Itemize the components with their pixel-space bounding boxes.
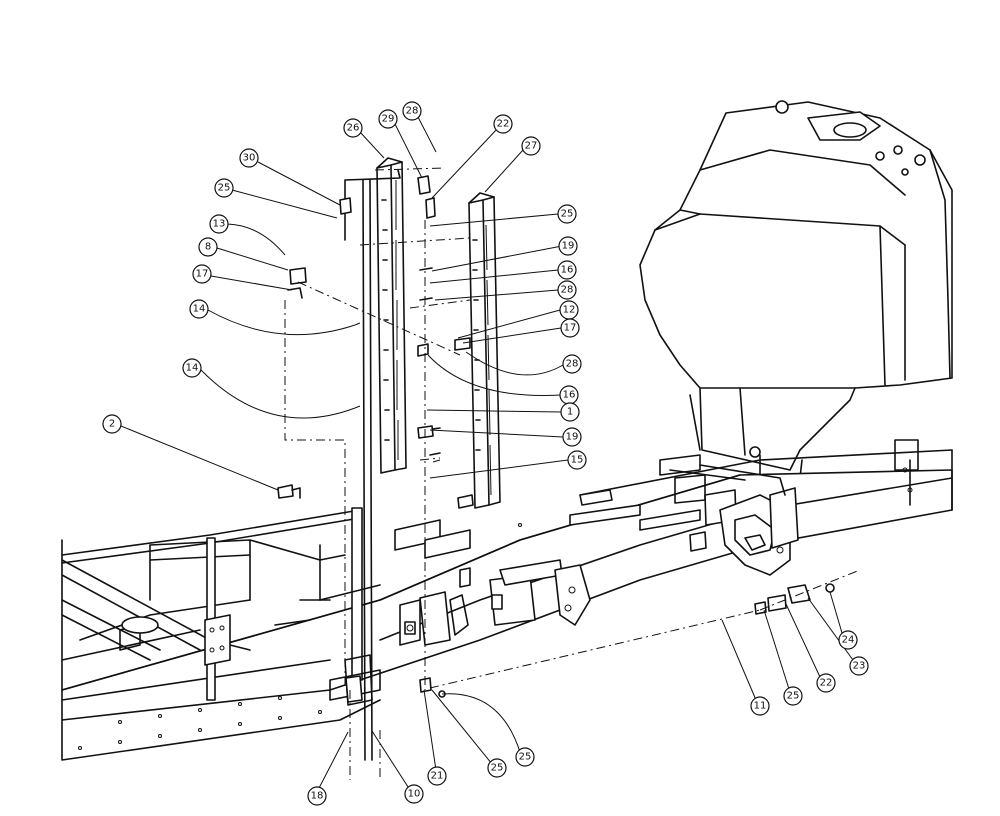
svg-text:19: 19 xyxy=(562,241,575,252)
svg-text:12: 12 xyxy=(563,305,576,316)
svg-text:16: 16 xyxy=(563,390,576,401)
hopper-tank xyxy=(639,100,953,496)
svg-text:25: 25 xyxy=(561,209,574,220)
svg-text:16: 16 xyxy=(561,265,574,276)
callout-28: 28 xyxy=(402,101,422,121)
assembly-centerlines xyxy=(284,167,861,780)
callout-11: 11 xyxy=(750,696,770,716)
callout-balloons: 30 25 13 8 17 14 14 2 26 29 28 22 27 25 … xyxy=(102,101,869,806)
callout-22: 22 xyxy=(816,673,836,693)
callout-16: 16 xyxy=(557,260,577,280)
svg-text:14: 14 xyxy=(193,304,206,315)
svg-text:19: 19 xyxy=(566,432,579,443)
callout-25: 25 xyxy=(783,686,803,706)
callout-8: 8 xyxy=(198,237,218,257)
svg-text:2: 2 xyxy=(109,419,115,430)
callout-14: 14 xyxy=(189,299,209,319)
svg-text:23: 23 xyxy=(853,661,866,672)
callout-25: 25 xyxy=(214,178,234,198)
callout-1: 1 xyxy=(560,402,580,422)
vertical-rail-left xyxy=(376,157,407,474)
callout-21: 21 xyxy=(427,766,447,786)
svg-text:28: 28 xyxy=(566,359,579,370)
callout-28: 28 xyxy=(557,280,577,300)
callout-12: 12 xyxy=(559,300,579,320)
svg-text:25: 25 xyxy=(218,183,231,194)
svg-text:10: 10 xyxy=(408,789,421,800)
vertical-rail-right xyxy=(468,192,501,509)
callout-16: 16 xyxy=(559,385,579,405)
svg-text:18: 18 xyxy=(311,791,324,802)
callout-28: 28 xyxy=(562,354,582,374)
svg-text:8: 8 xyxy=(205,242,211,253)
svg-text:14: 14 xyxy=(186,363,199,374)
callout-13: 13 xyxy=(209,214,229,234)
svg-text:28: 28 xyxy=(406,106,419,117)
svg-text:24: 24 xyxy=(842,635,855,646)
svg-text:26: 26 xyxy=(347,123,360,134)
callout-22: 22 xyxy=(493,114,513,134)
callout-23: 23 xyxy=(849,656,869,676)
main-frame xyxy=(61,449,953,761)
svg-text:13: 13 xyxy=(213,219,226,230)
svg-text:28: 28 xyxy=(561,285,574,296)
callout-10: 10 xyxy=(404,784,424,804)
callout-19: 19 xyxy=(558,236,578,256)
callout-17: 17 xyxy=(560,318,580,338)
callout-19: 19 xyxy=(562,427,582,447)
svg-text:30: 30 xyxy=(243,153,256,164)
svg-text:27: 27 xyxy=(525,141,538,152)
svg-text:22: 22 xyxy=(820,678,833,689)
callout-2: 2 xyxy=(102,414,122,434)
callout-30: 30 xyxy=(239,148,259,168)
callout-29: 29 xyxy=(378,109,398,129)
svg-text:22: 22 xyxy=(497,119,510,130)
callout-14: 14 xyxy=(182,358,202,378)
callout-25: 25 xyxy=(557,204,577,224)
callout-24: 24 xyxy=(838,630,858,650)
callout-27: 27 xyxy=(521,136,541,156)
callout-25: 25 xyxy=(515,747,535,767)
svg-text:11: 11 xyxy=(754,701,767,712)
leader-lines xyxy=(120,116,854,793)
svg-text:15: 15 xyxy=(571,455,584,466)
svg-text:17: 17 xyxy=(196,269,209,280)
svg-text:25: 25 xyxy=(519,752,532,763)
small-hardware xyxy=(277,175,835,703)
svg-text:1: 1 xyxy=(567,407,573,418)
callout-18: 18 xyxy=(307,786,327,806)
callout-25: 25 xyxy=(487,758,507,778)
callout-15: 15 xyxy=(567,450,587,470)
svg-text:25: 25 xyxy=(491,763,504,774)
svg-text:21: 21 xyxy=(431,771,444,782)
svg-text:25: 25 xyxy=(787,691,800,702)
svg-text:29: 29 xyxy=(382,114,395,125)
svg-text:17: 17 xyxy=(564,323,577,334)
callout-26: 26 xyxy=(343,118,363,138)
callout-17: 17 xyxy=(192,264,212,284)
